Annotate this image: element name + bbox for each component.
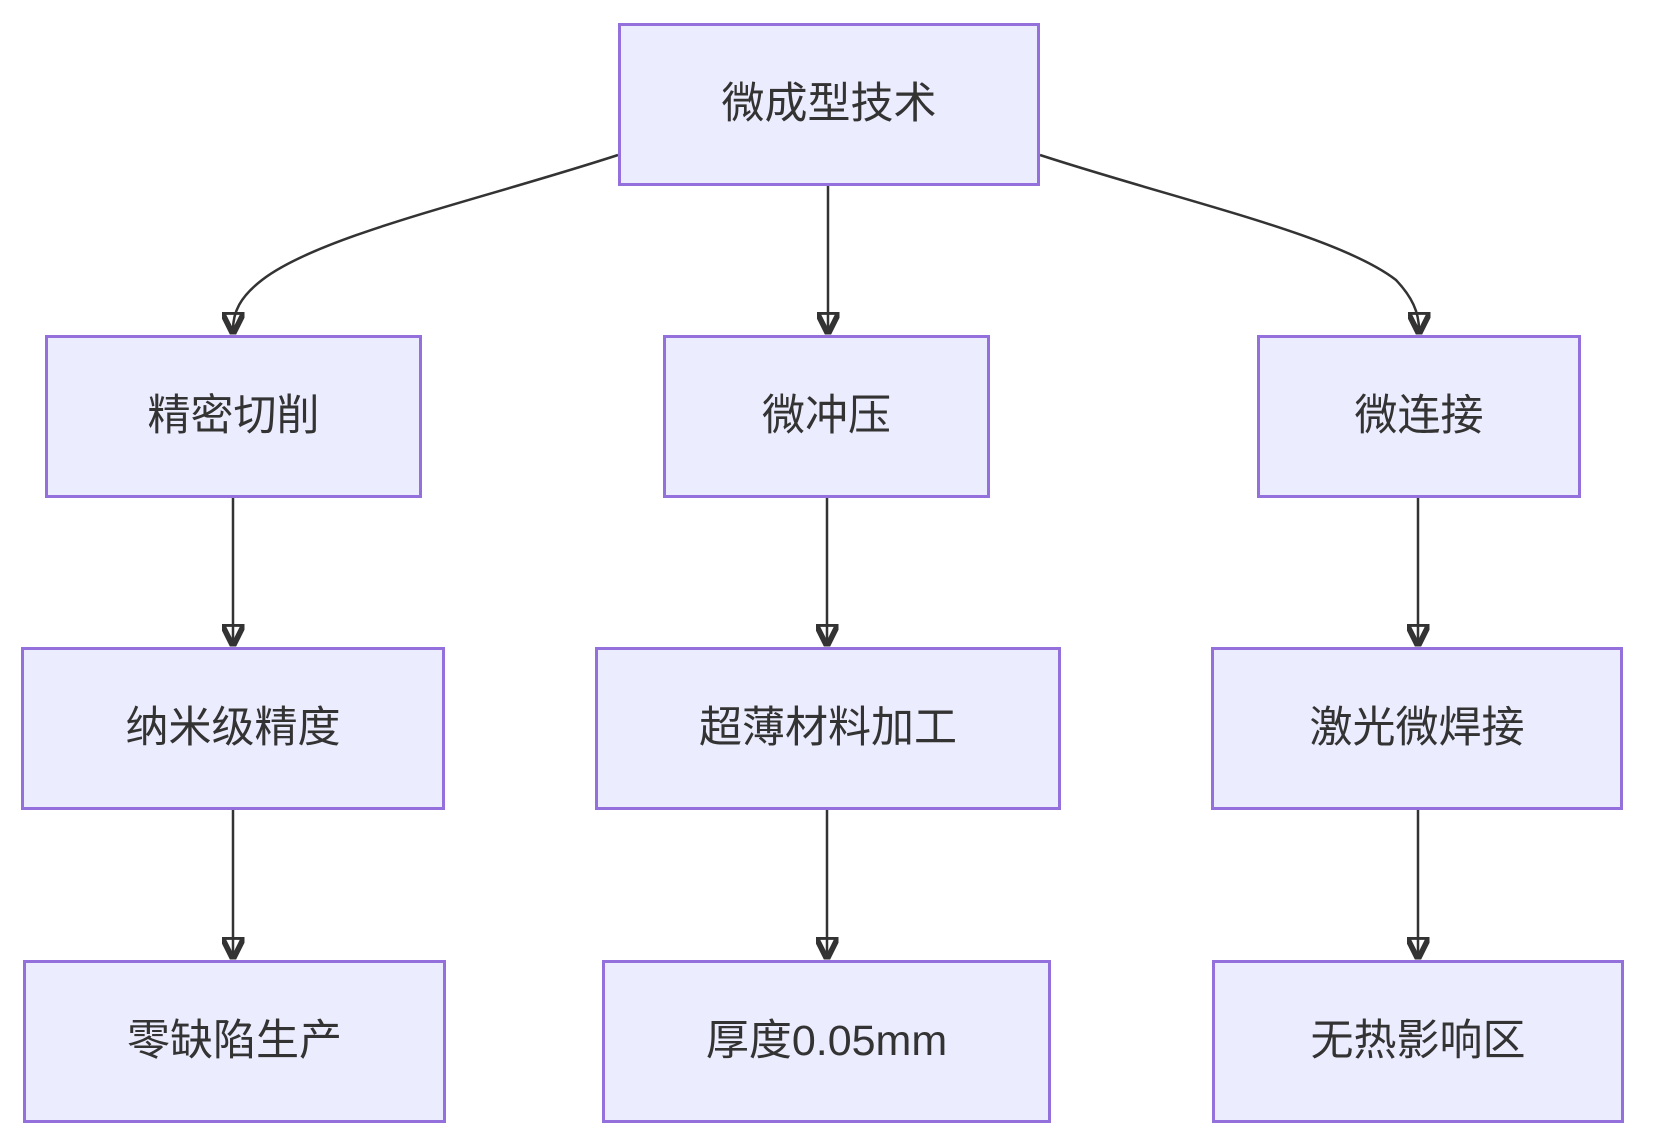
edge-root-to-precision-cutting <box>233 153 619 330</box>
node-micro-joining: 微连接 <box>1257 335 1581 498</box>
node-zero-defect-production: 零缺陷生产 <box>23 960 446 1123</box>
edge-root-to-micro-joining <box>1039 153 1419 330</box>
node-micro-forming-technology: 微成型技术 <box>618 23 1040 186</box>
node-no-heat-affected-zone: 无热影响区 <box>1212 960 1624 1123</box>
node-precision-cutting: 精密切削 <box>45 335 422 498</box>
node-micro-stamping: 微冲压 <box>663 335 990 498</box>
node-ultrathin-material-processing: 超薄材料加工 <box>595 647 1061 810</box>
node-thickness-005mm: 厚度0.05mm <box>602 960 1051 1123</box>
node-laser-micro-welding: 激光微焊接 <box>1211 647 1623 810</box>
node-nano-precision: 纳米级精度 <box>21 647 445 810</box>
